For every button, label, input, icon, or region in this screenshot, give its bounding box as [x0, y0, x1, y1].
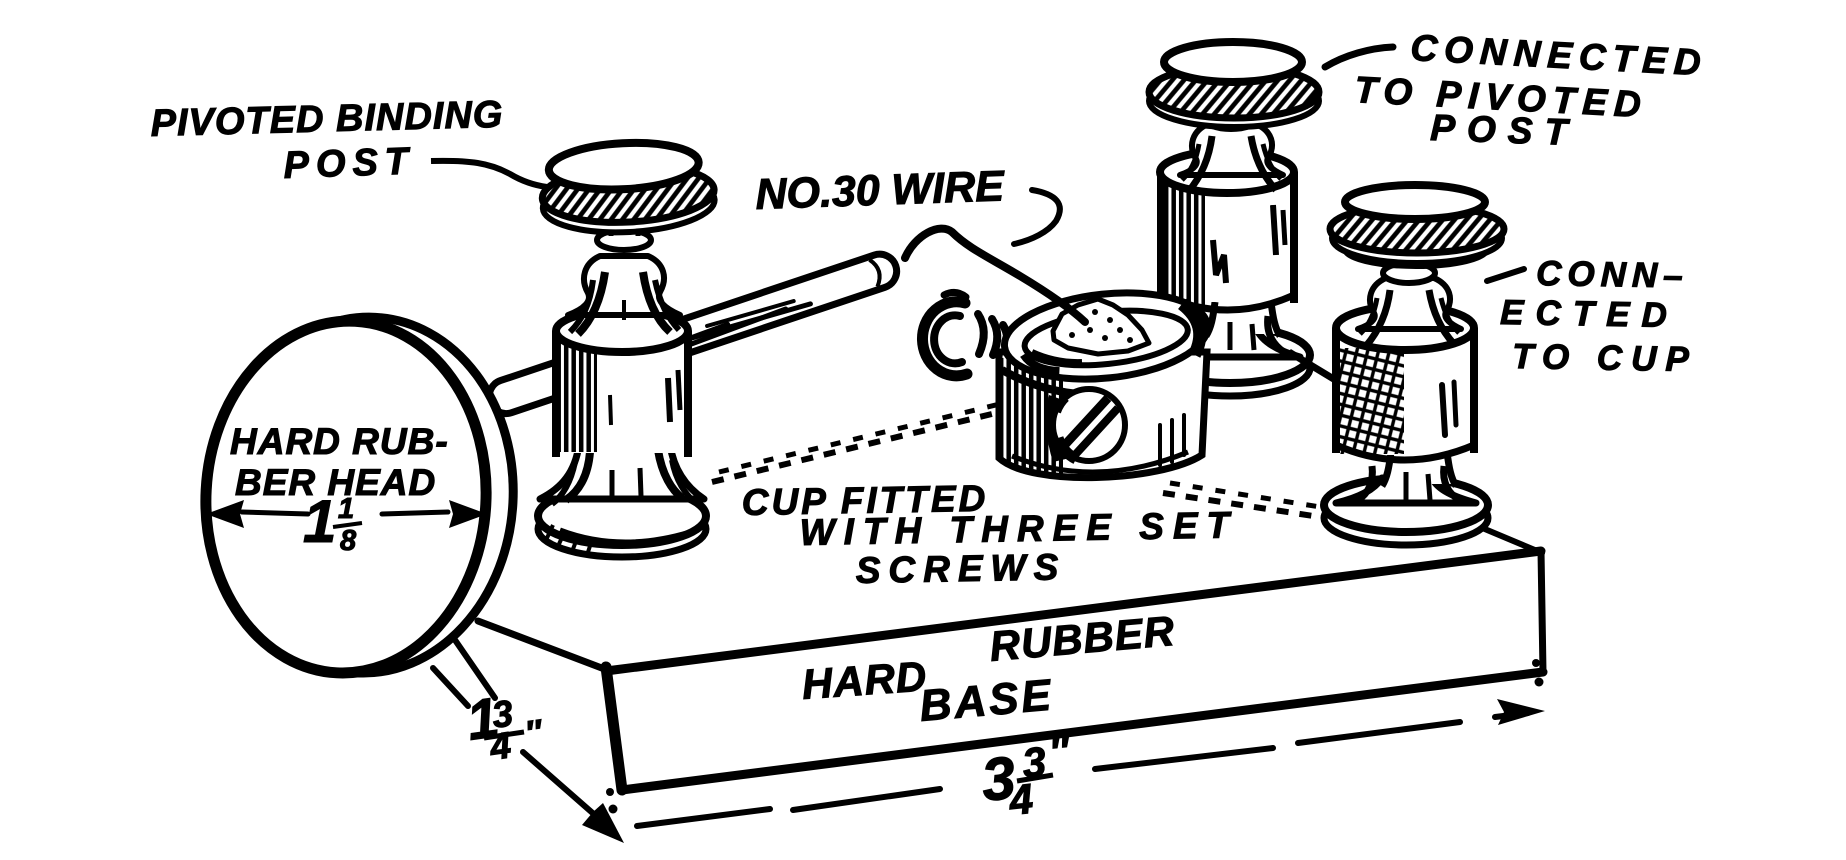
svg-text:HARD: HARD: [800, 652, 928, 708]
svg-text:4: 4: [1006, 775, 1035, 824]
svg-text:BER HEAD: BER HEAD: [235, 462, 436, 503]
svg-text:NO.30 WIRE: NO.30 WIRE: [755, 162, 1006, 219]
svg-text:PIVOTED BINDING: PIVOTED BINDING: [150, 94, 504, 145]
svg-text:3: 3: [978, 744, 1018, 814]
svg-text:1: 1: [338, 493, 354, 525]
svg-text:HARD RUB-: HARD RUB-: [230, 421, 449, 462]
svg-text:POST: POST: [283, 140, 416, 187]
svg-text:CONNECTED: CONNECTED: [1410, 27, 1709, 84]
svg-text:TO CUP: TO CUP: [1512, 337, 1698, 379]
svg-text:WITH THREE SET: WITH THREE SET: [799, 504, 1238, 553]
svg-text:POST: POST: [1430, 107, 1580, 153]
svg-text:SCREWS: SCREWS: [855, 546, 1066, 591]
svg-text:1: 1: [303, 488, 336, 555]
svg-text:CUP FITTED: CUP FITTED: [741, 478, 988, 523]
svg-text:CONN–: CONN–: [1536, 254, 1689, 296]
svg-text:BASE: BASE: [918, 670, 1056, 731]
svg-text:″: ″: [1047, 729, 1072, 775]
svg-text:ECTED: ECTED: [1500, 293, 1679, 335]
svg-text:8: 8: [340, 525, 357, 557]
